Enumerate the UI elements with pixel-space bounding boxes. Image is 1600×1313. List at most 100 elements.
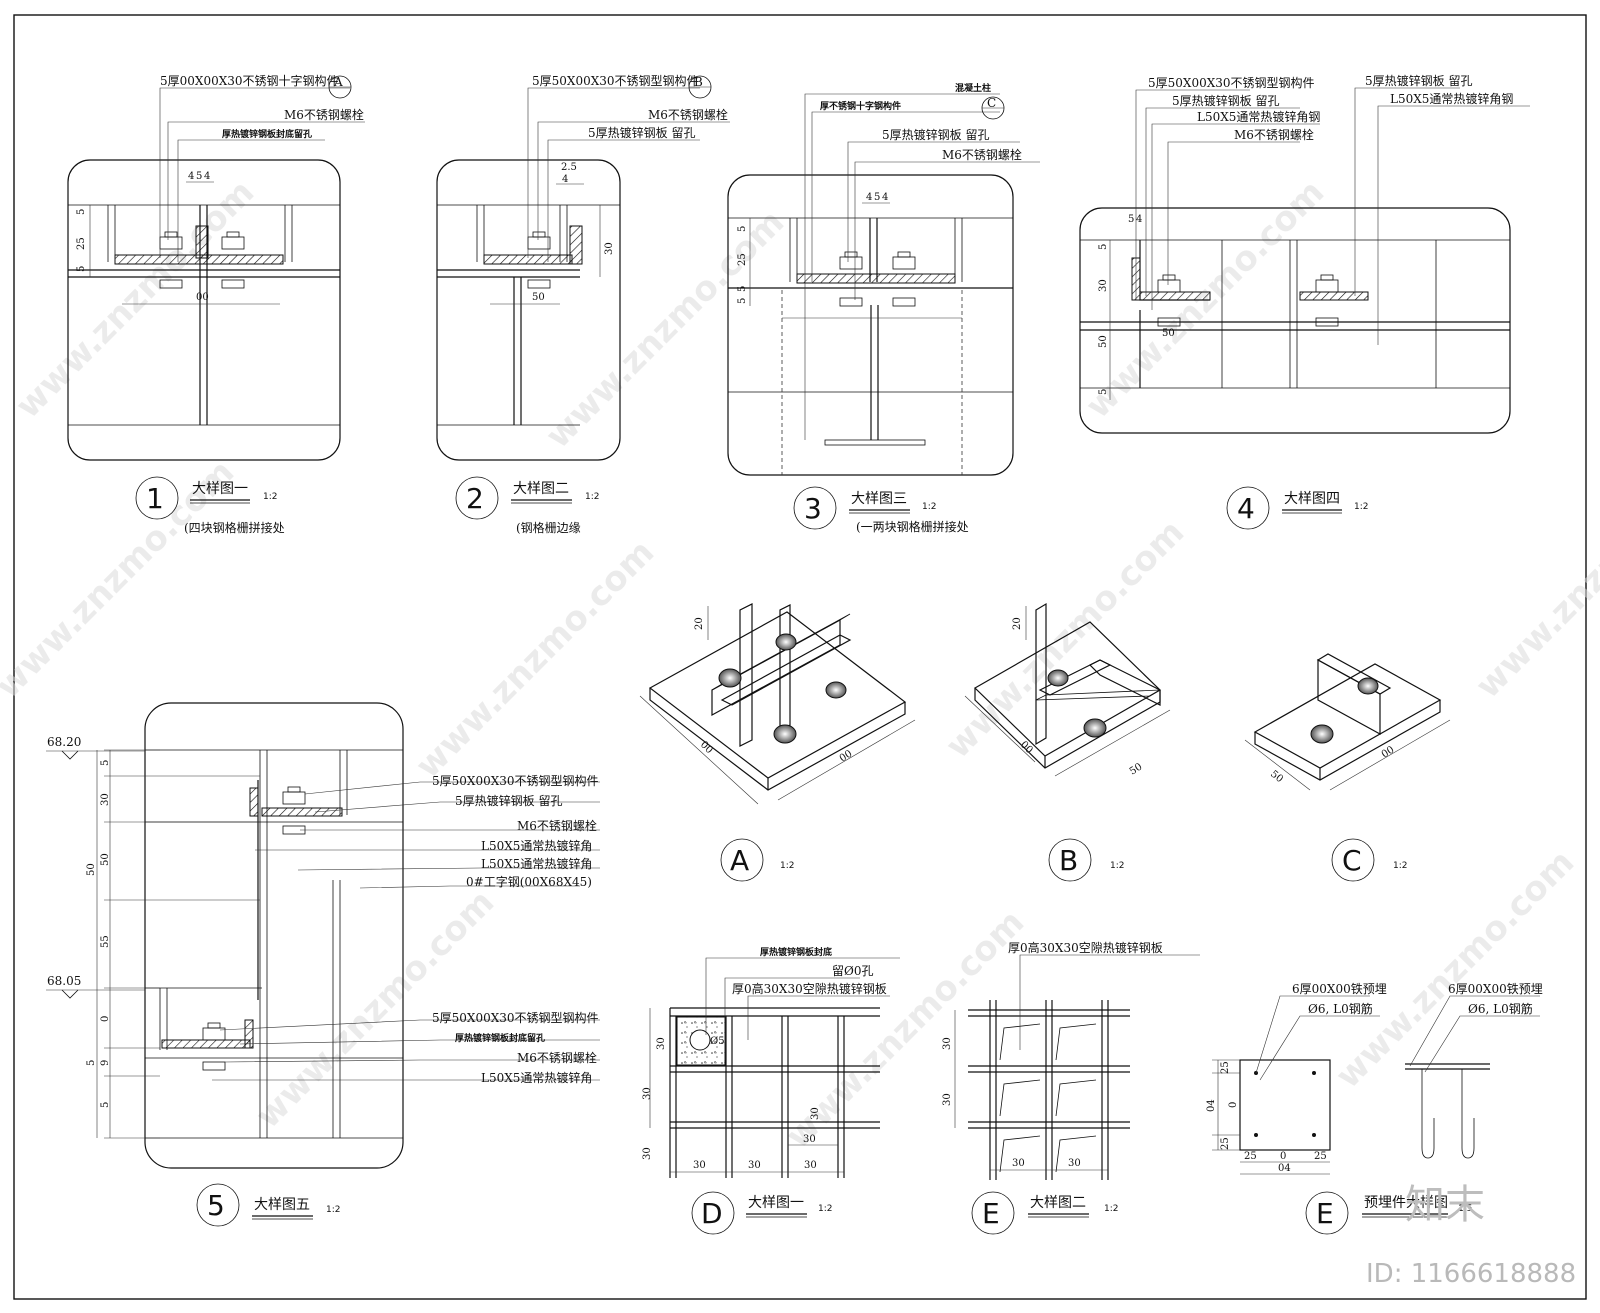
- dim-label: 30: [693, 1160, 706, 1171]
- dim-label: 04: [1206, 1099, 1217, 1112]
- dim-label: 4: [188, 171, 194, 182]
- dim-label: 4: [866, 192, 872, 203]
- dim-label: 5: [1098, 389, 1109, 395]
- detail-scale: 1:2: [1354, 502, 1368, 512]
- callout-text: M6不锈钢螺栓: [942, 147, 1022, 162]
- dim-label: 5: [86, 1060, 97, 1066]
- dim-label: 0: [1228, 1102, 1239, 1108]
- callout-text: L50X5通常热镀锌角: [481, 1071, 592, 1085]
- callout-text: 混凝土柱: [955, 82, 991, 94]
- detail-title: 大样图四: [1284, 491, 1340, 507]
- dim-label: 30: [942, 1093, 953, 1106]
- callout-text: M6不锈钢螺栓: [517, 818, 597, 833]
- dim-label: 50: [532, 292, 545, 303]
- dim-label: 5: [76, 266, 87, 272]
- grate-e: 30 30 30 30 厚0高30X30空隙热镀锌钢板 E 大样图二 1:2: [942, 940, 1200, 1235]
- callout-text: 5厚热镀锌钢板 留孔: [882, 128, 989, 142]
- grate-title: 预埋件大样图: [1364, 1195, 1448, 1211]
- sheet-border: [13, 14, 1587, 1300]
- dim-label: Ø5: [710, 1036, 725, 1047]
- iso-letter: C: [1342, 844, 1362, 877]
- grate-scale: 1:2: [1104, 1204, 1118, 1214]
- callout-text: 5厚热镀锌钢板 留孔: [455, 794, 562, 808]
- callout-text: 留Ø0孔: [832, 964, 873, 978]
- dim-label: 30: [604, 242, 615, 255]
- dim-label: 50: [1162, 328, 1175, 339]
- detail-number: 4: [1237, 492, 1255, 525]
- callout-text: 5厚热镀锌钢板 留孔: [588, 126, 695, 140]
- dim-label: 5: [737, 298, 748, 304]
- dim-label: 25: [1314, 1151, 1327, 1162]
- detail-4: 5 30 50 5 50 5 4 5厚50X00X30不锈钢型钢构件 5厚热镀锌…: [1079, 74, 1530, 530]
- dim-label: 55: [100, 935, 111, 948]
- callout-text: 5厚50X00X30不锈钢型钢构件: [532, 73, 699, 88]
- detail-subtitle: (一两块钢格栅拼接处: [856, 519, 969, 534]
- iso-b: 20 00 50 B 1:2: [964, 602, 1171, 882]
- detail-number: 1: [146, 482, 164, 515]
- dim-label: 4: [562, 174, 568, 185]
- callout-text: 厚热镀锌钢板封底留孔: [455, 1032, 545, 1044]
- dim-label: 50: [100, 853, 111, 866]
- callout-text: M6不锈钢螺栓: [648, 107, 728, 122]
- dim-label: 00: [1380, 744, 1397, 760]
- dim-label: 20: [1012, 617, 1023, 630]
- detail-subtitle: (钢格栅边缘: [516, 520, 581, 535]
- dim-label: 25: [1244, 1151, 1257, 1162]
- dim-label: 25: [737, 253, 748, 266]
- callout-text: 厚不锈钢十字钢构件: [820, 100, 901, 112]
- section-tag: C: [987, 96, 996, 110]
- dim-label: 25: [1220, 1137, 1231, 1150]
- dim-label: 5: [100, 760, 111, 766]
- detail-subtitle: (四块钢格栅拼接处: [184, 520, 285, 535]
- dim-label: 5: [76, 209, 87, 215]
- watermark-text: www.znzmo.com: [248, 882, 502, 1136]
- grate-title: 大样图一: [748, 1195, 804, 1211]
- dim-label: 00: [698, 739, 715, 756]
- dim-label: 30: [100, 793, 111, 806]
- grate-letter: E: [1316, 1197, 1334, 1230]
- callout-text: L50X5通常热镀锌角: [481, 839, 592, 853]
- iso-scale: 1:2: [1393, 861, 1407, 871]
- iso-c: 50 00 C 1:2: [1244, 653, 1451, 882]
- callout-text: 5厚50X00X30不锈钢型钢构件: [432, 773, 599, 788]
- dim-label: 04: [1278, 1163, 1291, 1174]
- detail-scale: 1:2: [585, 492, 599, 502]
- dim-label: 30: [810, 1107, 821, 1120]
- detail-title: 大样图一: [192, 481, 248, 497]
- detail-scale: 1:2: [922, 502, 936, 512]
- detail-number: 3: [804, 492, 822, 525]
- watermark-text: www.znzmo.com: [8, 172, 262, 426]
- dim-label: 30: [642, 1147, 653, 1160]
- dim-label: 5: [100, 1102, 111, 1108]
- detail-number: 5: [207, 1189, 225, 1222]
- embed-plate: 25 0 25 04 25 0 25 04 6厚00X00铁预埋 Ø6, L0钢…: [1206, 982, 1543, 1235]
- callout-text: 5厚热镀锌钢板 留孔: [1365, 74, 1472, 88]
- dim-label: 5: [874, 192, 880, 203]
- dim-label: 30: [1012, 1158, 1025, 1169]
- dim-label: 25: [1220, 1061, 1231, 1074]
- dim-label: 00: [838, 748, 855, 764]
- callout-text: 厚热镀锌钢板封底: [760, 946, 832, 958]
- dim-label: 9: [100, 1060, 111, 1066]
- callout-text: 厚热镀锌钢板封底留孔: [222, 128, 312, 140]
- watermark-text: www.znzmo.com: [938, 512, 1192, 766]
- detail-2: 50 30 2.5 4 5厚50X00X30不锈钢型钢构件 M6不锈钢螺栓 5厚…: [436, 73, 730, 535]
- callout-text: 5厚50X00X30不锈钢型钢构件: [432, 1010, 599, 1025]
- dim-label: 30: [1068, 1158, 1081, 1169]
- dim-label: 00: [196, 292, 209, 303]
- callout-text: 厚0高30X30空隙热镀锌钢板: [732, 981, 887, 996]
- detail-3: 5 25 5 5 4 5 4 混凝土柱 厚不锈钢十字钢构件 5厚热镀锌钢板 留孔…: [727, 82, 1040, 534]
- callout-text: Ø6, L0钢筋: [1468, 1001, 1533, 1016]
- dim-label: 5: [737, 226, 748, 232]
- callout-text: L50X5通常热镀锌角: [481, 857, 592, 871]
- dim-label: 0: [100, 1016, 111, 1022]
- watermark-text: www.znzmo.com: [1328, 842, 1582, 1096]
- callout-text: 0#工字钢(00X68X45): [466, 874, 592, 889]
- detail-title: 大样图三: [851, 491, 907, 507]
- dim-label: 00: [1018, 739, 1035, 756]
- section-tag: B: [694, 75, 703, 89]
- callout-text: L50X5通常热镀锌角钢: [1197, 110, 1320, 124]
- callout-text: L50X5通常热镀锌角钢: [1390, 92, 1513, 106]
- dim-label: 50: [86, 863, 97, 876]
